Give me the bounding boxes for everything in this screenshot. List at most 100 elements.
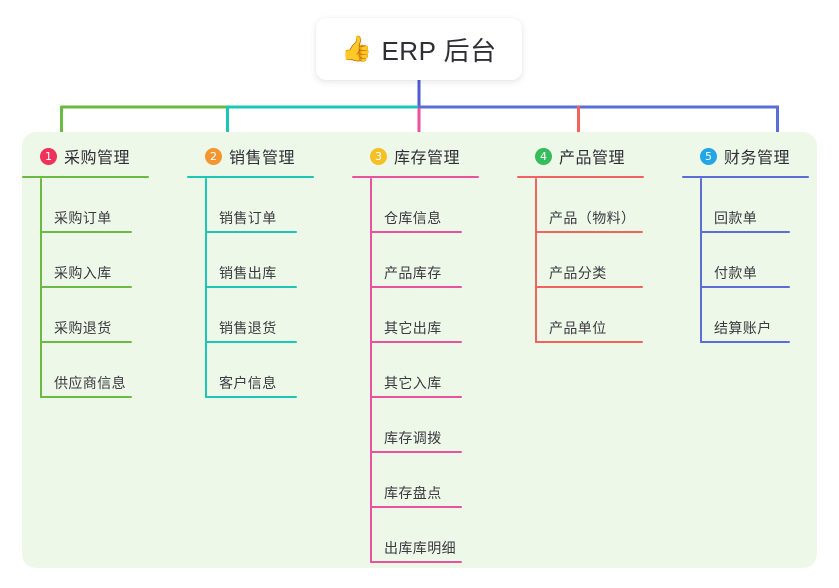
leaf-label: 供应商信息 [54,375,126,391]
leaf-underline [535,231,643,233]
leaf-item[interactable]: 其它入库 [370,343,479,398]
leaf-underline [205,396,297,398]
leaf-label: 付款单 [714,265,758,281]
branch-column-4: 4 产品管理 产品（物料） 产品分类产品单位 [517,143,644,343]
leaf-item[interactable]: 付款单 [700,233,809,288]
leaf-label: 库存盘点 [384,485,442,501]
leaf-underline [700,341,790,343]
leaf-underline [370,396,462,398]
leaf-underline [40,286,132,288]
leaf-item[interactable]: 采购入库 [40,233,149,288]
branch-leaf-spine [205,178,207,398]
leaf-label: 出库库明细 [384,540,456,556]
branch-leaf-list: 产品（物料） 产品分类产品单位 [517,178,644,343]
branch-leaf-list: 仓库信息产品库存其它出库其它入库库存调拨库存盘点出库库明细 [352,178,479,563]
branch-title-2: 销售管理 [229,150,296,167]
leaf-underline [535,286,643,288]
leaf-underline [535,341,643,343]
leaf-item[interactable]: 产品分类 [535,233,644,288]
branch-underline-4 [517,176,644,178]
leaf-label: 结算账户 [714,320,772,336]
branch-panel-background [22,132,817,568]
leaf-item[interactable]: 出库库明细 [370,508,479,563]
branch-leaf-spine [700,178,702,343]
leaf-label: 客户信息 [219,375,277,391]
leaf-item[interactable]: 结算账户 [700,288,809,343]
leaf-label: 销售退货 [219,320,277,336]
branch-column-1: 1 采购管理 采购订单采购入库采购退货供应商信息 [22,143,149,398]
branch-column-5: 5 财务管理 回款单付款单结算账户 [682,143,809,343]
leaf-underline [205,286,297,288]
branch-underline-5 [682,176,809,178]
branch-underline-2 [187,176,314,178]
leaf-label: 采购退货 [54,320,112,336]
branch-leaf-list: 销售订单销售出库销售退货客户信息 [187,178,314,398]
leaf-underline [370,231,462,233]
branch-index-badge-4: 4 [535,147,552,165]
leaf-item[interactable]: 采购退货 [40,288,149,343]
leaf-item[interactable]: 库存盘点 [370,453,479,508]
leaf-underline [370,341,462,343]
leaf-item[interactable]: 销售出库 [205,233,314,288]
branch-header-3[interactable]: 3 库存管理 [352,143,479,169]
leaf-item[interactable]: 仓库信息 [370,178,479,233]
branch-title-5: 财务管理 [724,150,791,167]
leaf-label: 回款单 [714,210,758,226]
leaf-label: 采购订单 [54,210,112,226]
leaf-underline [370,286,462,288]
branch-header-1[interactable]: 1 采购管理 [22,143,149,169]
branch-leaf-spine [40,178,42,398]
leaf-label: 产品单位 [549,320,607,336]
leaf-item[interactable]: 采购订单 [40,178,149,233]
branch-header-5[interactable]: 5 财务管理 [682,143,809,169]
branch-index-badge-1: 1 [40,147,57,165]
leaf-underline [700,286,790,288]
leaf-label: 销售订单 [219,210,277,226]
branch-underline-3 [352,176,479,178]
leaf-underline [40,231,132,233]
branch-index-badge-3: 3 [370,147,387,165]
branch-index-badge-2: 2 [205,147,222,165]
branch-leaf-list: 采购订单采购入库采购退货供应商信息 [22,178,149,398]
leaf-label: 采购入库 [54,265,112,281]
branch-underline-1 [22,176,149,178]
leaf-item[interactable]: 供应商信息 [40,343,149,398]
branch-leaf-list: 回款单付款单结算账户 [682,178,809,343]
branch-leaf-spine [370,178,372,563]
root-node-content: 👍 ERP 后台 [341,31,496,68]
leaf-item[interactable]: 产品（物料） [535,178,644,233]
leaf-item[interactable]: 回款单 [700,178,809,233]
leaf-label: 产品库存 [384,265,442,281]
leaf-label: 库存调拨 [384,430,442,446]
leaf-underline [205,231,297,233]
leaf-underline [40,341,132,343]
thumbs-up-icon: 👍 [341,34,373,63]
leaf-label: 其它入库 [384,375,442,391]
leaf-underline [700,231,790,233]
branch-column-3: 3 库存管理 仓库信息产品库存其它出库其它入库库存调拨库存盘点出库库明细 [352,143,479,563]
leaf-underline [205,341,297,343]
branch-index-badge-5: 5 [700,147,717,165]
leaf-item[interactable]: 销售订单 [205,178,314,233]
leaf-label: 其它出库 [384,320,442,336]
leaf-label: 仓库信息 [384,210,442,226]
leaf-underline [370,451,462,453]
leaf-label: 产品（物料） [549,210,636,226]
branch-title-1: 采购管理 [64,150,131,167]
branch-title-4: 产品管理 [559,150,626,167]
leaf-item[interactable]: 其它出库 [370,288,479,343]
leaf-item[interactable]: 产品库存 [370,233,479,288]
leaf-item[interactable]: 客户信息 [205,343,314,398]
leaf-item[interactable]: 销售退货 [205,288,314,343]
branch-leaf-spine [535,178,537,343]
branch-title-3: 库存管理 [394,150,461,167]
branch-header-2[interactable]: 2 销售管理 [187,143,314,169]
leaf-item[interactable]: 产品单位 [535,288,644,343]
root-node-card[interactable]: 👍 ERP 后台 [316,18,522,80]
leaf-label: 产品分类 [549,265,607,281]
leaf-item[interactable]: 库存调拨 [370,398,479,453]
leaf-underline [370,506,462,508]
branch-column-2: 2 销售管理 销售订单销售出库销售退货客户信息 [187,143,314,398]
branch-header-4[interactable]: 4 产品管理 [517,143,644,169]
leaf-underline [40,396,132,398]
